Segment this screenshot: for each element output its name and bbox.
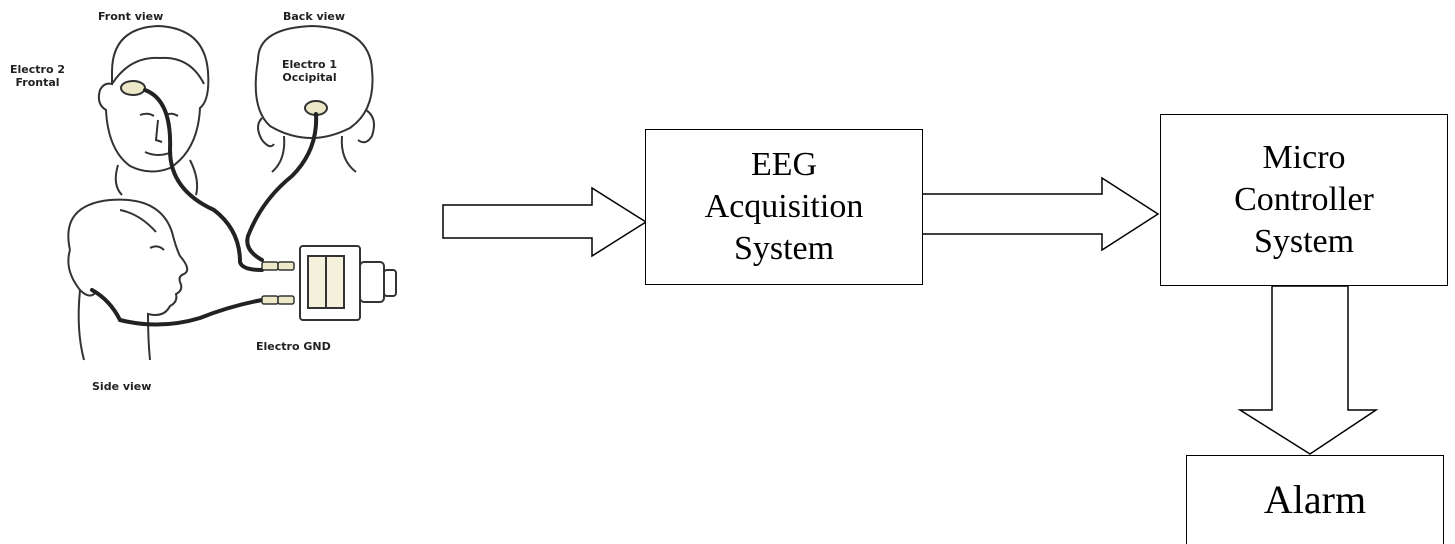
side-view-head-drawing	[67, 198, 189, 361]
alarm-block: Alarm	[1186, 455, 1444, 544]
arrow-eeg-to-micro	[921, 176, 1160, 252]
electro2-label-line2: Frontal	[15, 76, 60, 89]
eeg-block-line1: EEG	[750, 146, 818, 183]
electrode-cables	[90, 88, 319, 327]
electro2-label-line1: Electro 2	[10, 63, 65, 76]
eeg-block-line3: System	[733, 230, 835, 267]
front-view-head-drawing	[97, 24, 210, 196]
arrow-illustration-to-eeg	[442, 186, 648, 258]
electro-gnd-label: Electro GND	[256, 340, 331, 353]
electro1-label-line2: Occipital	[282, 71, 337, 84]
micro-block-line1: Micro	[1262, 139, 1346, 176]
electro2-label: Electro 2 Frontal	[10, 63, 65, 89]
back-view-head-drawing	[254, 24, 375, 173]
eeg-acquisition-system-block: EEG Acquisition System	[645, 129, 923, 285]
alarm-block-label: Alarm	[1263, 477, 1367, 522]
cable-plugs	[261, 261, 295, 305]
arrow-micro-to-alarm	[1237, 285, 1379, 455]
side-view-label: Side view	[92, 380, 152, 393]
micro-block-line2: Controller	[1234, 181, 1374, 218]
micro-controller-system-block: Micro Controller System	[1160, 114, 1448, 286]
back-view-label: Back view	[283, 10, 346, 23]
eeg-connector-drawing	[299, 245, 397, 321]
front-view-label: Front view	[98, 10, 164, 23]
eeg-block-line2: Acquisition	[704, 188, 864, 225]
electro1-label-line1: Electro 1	[282, 58, 337, 71]
electro1-label: Electro 1 Occipital	[282, 58, 337, 84]
micro-block-line3: System	[1253, 223, 1355, 260]
electrode-frontal	[120, 80, 146, 96]
